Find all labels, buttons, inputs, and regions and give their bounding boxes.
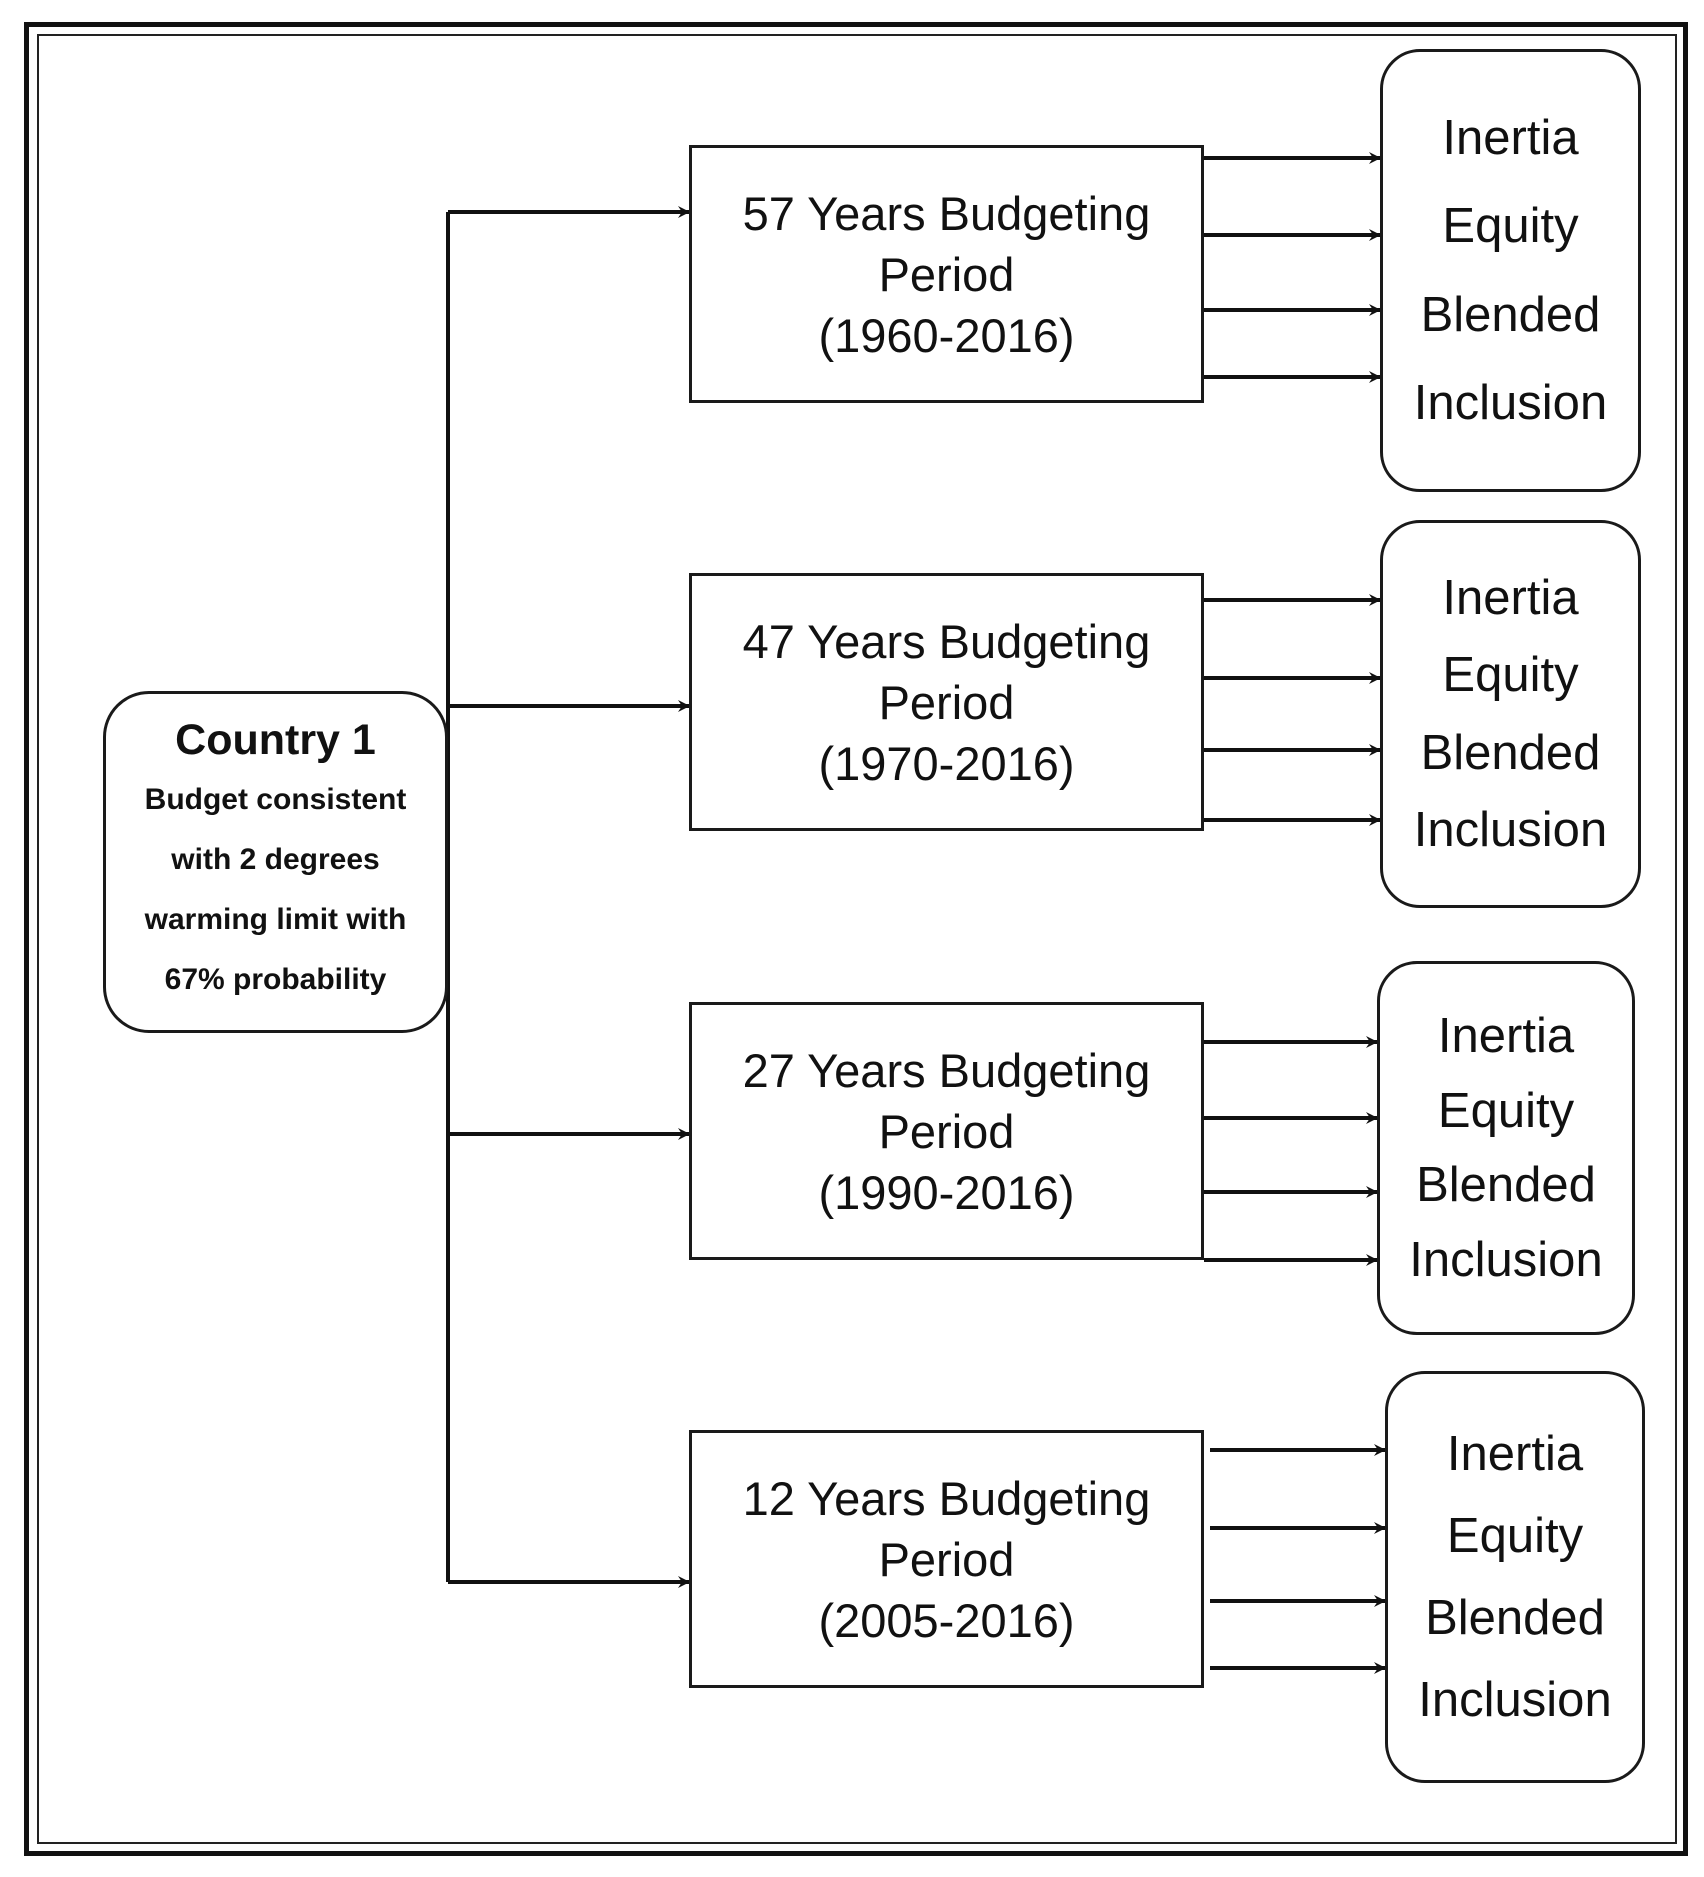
option-inertia: Inertia	[1437, 1009, 1575, 1064]
option-blended: Blended	[1425, 1591, 1605, 1645]
period-node-47: 47 Years Budgeting Period (1970-2016)	[689, 573, 1204, 831]
option-inertia: Inertia	[1446, 1427, 1584, 1481]
country-title: Country 1	[175, 716, 376, 764]
option-blended: Blended	[1416, 1158, 1596, 1213]
country-description-line: warming limit with	[144, 903, 407, 936]
period-label: Period	[878, 247, 1015, 301]
period-heading: 57 Years Budgeting	[742, 186, 1151, 240]
country-description: Budget consistent with 2 degrees warming…	[145, 770, 407, 1010]
option-inclusion: Inclusion	[1409, 1232, 1603, 1287]
inner-frame	[37, 34, 1677, 1844]
period-label: Period	[878, 1532, 1015, 1586]
period-label: Period	[878, 675, 1015, 729]
options-node-27: Inertia Equity Blended Inclusion	[1377, 961, 1635, 1335]
option-inclusion: Inclusion	[1413, 802, 1608, 857]
option-equity: Equity	[1442, 648, 1579, 703]
period-range: (2005-2016)	[818, 1593, 1075, 1647]
option-equity: Equity	[1446, 1509, 1584, 1563]
options-node-47: Inertia Equity Blended Inclusion	[1380, 520, 1641, 908]
country-description-line: with 2 degrees	[171, 843, 380, 876]
option-blended: Blended	[1420, 287, 1601, 342]
options-node-57: Inertia Equity Blended Inclusion	[1380, 49, 1641, 492]
option-equity: Equity	[1442, 199, 1579, 254]
period-range: (1990-2016)	[818, 1165, 1075, 1219]
option-equity: Equity	[1437, 1083, 1575, 1138]
country-description-line: 67% probability	[164, 963, 387, 996]
option-inertia: Inertia	[1442, 571, 1579, 626]
period-range: (1970-2016)	[818, 736, 1075, 790]
outer-frame	[24, 22, 1688, 1856]
period-heading: 47 Years Budgeting	[742, 614, 1151, 668]
period-node-12: 12 Years Budgeting Period (2005-2016)	[689, 1430, 1204, 1688]
option-inertia: Inertia	[1442, 111, 1579, 166]
option-blended: Blended	[1420, 725, 1601, 780]
option-inclusion: Inclusion	[1413, 375, 1608, 430]
period-label: Period	[878, 1104, 1015, 1158]
period-heading: 12 Years Budgeting	[742, 1471, 1151, 1525]
country-description-line: Budget consistent	[144, 783, 407, 816]
option-inclusion: Inclusion	[1418, 1673, 1612, 1727]
period-node-27: 27 Years Budgeting Period (1990-2016)	[689, 1002, 1204, 1260]
period-node-57: 57 Years Budgeting Period (1960-2016)	[689, 145, 1204, 403]
period-range: (1960-2016)	[818, 308, 1075, 362]
period-heading: 27 Years Budgeting	[742, 1043, 1151, 1097]
options-node-12: Inertia Equity Blended Inclusion	[1385, 1371, 1645, 1783]
country-node: Country 1 Budget consistent with 2 degre…	[103, 691, 448, 1033]
